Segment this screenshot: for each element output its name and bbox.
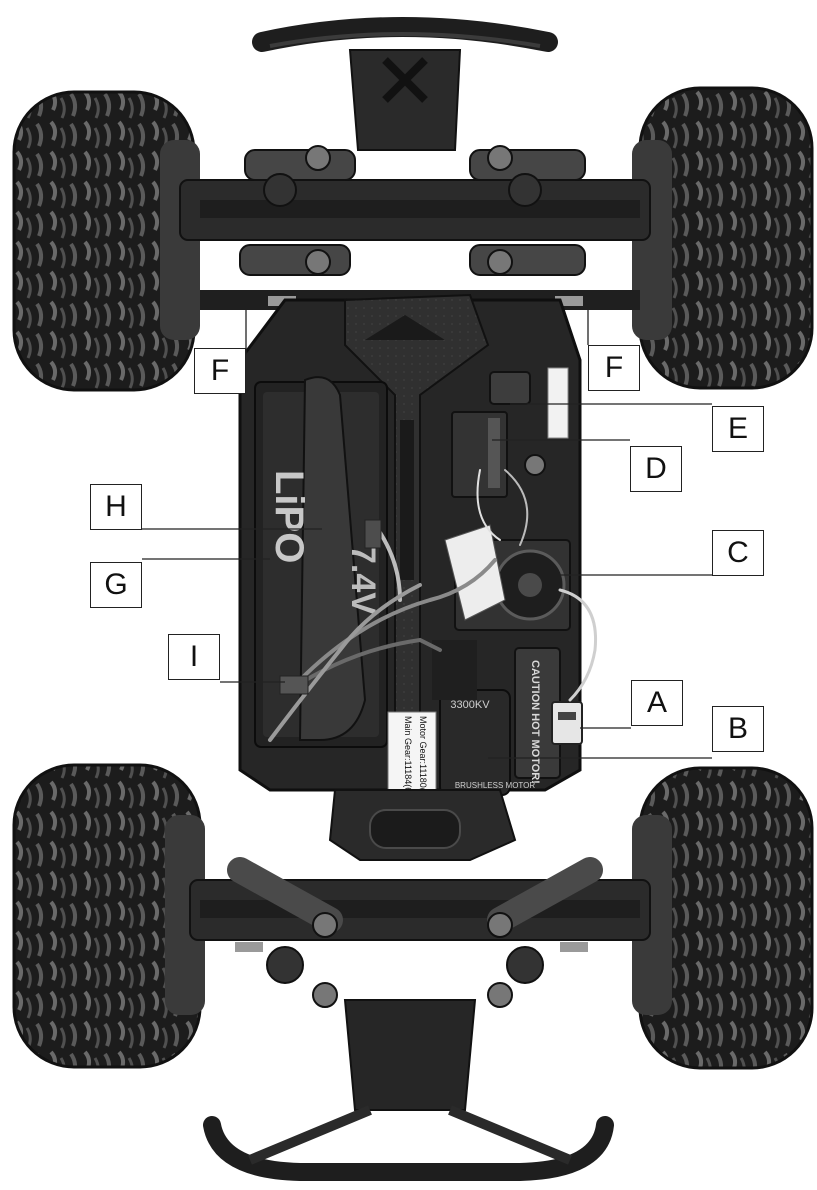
top-brace-plate	[344, 293, 490, 761]
callout-label-h: H	[90, 484, 142, 530]
esc-with-fan	[444, 524, 571, 631]
callout-label-c: C	[712, 530, 764, 576]
rear-left-wheel	[12, 763, 205, 1069]
battery-brand-text: LiPO	[267, 470, 311, 563]
wires	[268, 469, 598, 742]
gear-line2-text: Motor Gear:11180(20T)	[418, 716, 428, 809]
callout-label-e: E	[712, 406, 764, 452]
leader-lines	[142, 310, 712, 759]
motor-type-text: BRUSHLESS MOTOR	[455, 781, 536, 790]
callout-label-d: D	[630, 446, 682, 492]
power-switch	[551, 701, 583, 745]
gear-line1-text: Main Gear:11184(64T)	[403, 716, 413, 806]
callout-label-g: G	[90, 562, 142, 608]
lipo-battery	[254, 376, 388, 748]
rear-right-wheel	[632, 766, 814, 1070]
motor-kv-text: 3300KV	[450, 699, 490, 711]
front-suspension	[179, 145, 651, 310]
front-bumper	[252, 17, 558, 151]
callout-label-i: I	[168, 634, 220, 680]
rear-bumper	[203, 999, 614, 1181]
callout-label-f-right: F	[588, 345, 640, 391]
callout-label-b: B	[712, 706, 764, 752]
caution-text: CAUTION HOT MOTOR!	[529, 660, 541, 784]
rear-skid-plate	[328, 789, 517, 861]
gear-label-sticker	[387, 711, 437, 795]
front-right-wheel	[632, 86, 814, 390]
rear-suspension	[189, 857, 651, 1008]
battery-voltage-text: 7.4V	[344, 545, 382, 615]
callout-label-f-left: F	[194, 348, 246, 394]
front-left-wheel	[12, 90, 200, 392]
receiver	[451, 367, 569, 498]
callout-label-a: A	[631, 680, 683, 726]
